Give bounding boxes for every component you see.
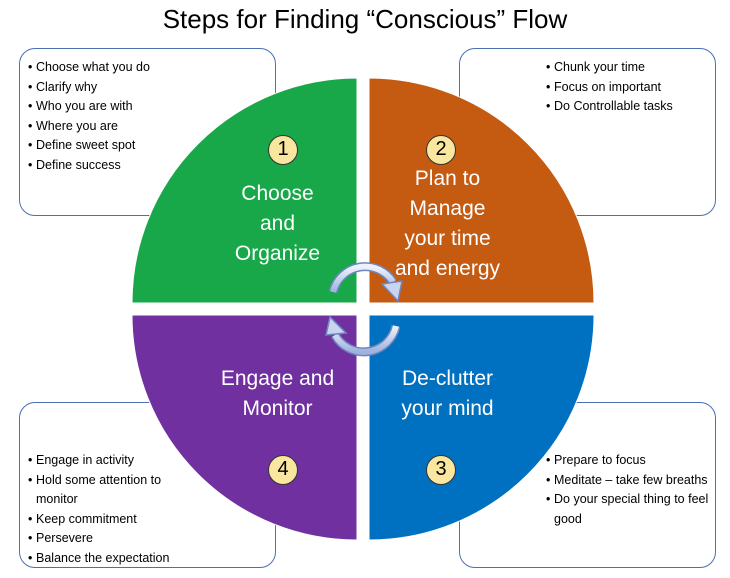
quadrant-label-1: Choose and Organize [200, 179, 355, 269]
quadrant-1 [131, 77, 358, 304]
label-line: Manage [409, 197, 486, 220]
diagram-title: Steps for Finding “Conscious” Flow [162, 4, 568, 34]
quadrant-4 [131, 314, 358, 541]
quadrant-label-2: Plan to Manage your time and energy [370, 164, 525, 284]
bullet-item: Focus on important [546, 78, 673, 98]
label-line: Monitor [242, 397, 313, 420]
bullet-item: Chunk your time [546, 58, 673, 78]
bullet-item: Engage in activity [28, 451, 198, 471]
cycle-arrow-top [328, 262, 403, 303]
label-line: Organize [234, 242, 321, 265]
bullet-item: Clarify why [28, 78, 150, 98]
cycle-arrow-bottom [325, 315, 401, 357]
step-number-4: 4 [268, 455, 298, 485]
bullet-item: Define success [28, 156, 150, 176]
bullet-item: Hold some attention to monitor [28, 471, 198, 510]
bullet-item: Keep commitment [28, 510, 198, 530]
label-line: Plan to [414, 167, 481, 190]
bullet-item: Who you are with [28, 97, 150, 117]
bullet-item: Where you are [28, 117, 150, 137]
label-line: Choose [241, 182, 314, 205]
bullet-item: Choose what you do [28, 58, 150, 78]
bullet-item: Persevere [28, 529, 198, 549]
label-line: Engage and [220, 367, 335, 390]
bullet-list-3: Prepare to focus Meditate – take few bre… [546, 451, 712, 529]
label-line: De-clutter [401, 367, 494, 390]
bullet-item: Do Controllable tasks [546, 97, 673, 117]
bullet-list-4: Engage in activity Hold some attention t… [28, 451, 198, 568]
label-line: and energy [394, 257, 501, 280]
bullet-item: Prepare to focus [546, 451, 712, 471]
label-line: and [259, 212, 296, 235]
bullet-list-1: Choose what you do Clarify why Who you a… [28, 58, 150, 175]
bullet-item: Balance the expectation [28, 549, 198, 569]
bullet-item: Do your special thing to feel good [546, 490, 712, 529]
step-number-1: 1 [268, 135, 298, 165]
quadrant-3 [368, 314, 595, 541]
label-line: your mind [401, 397, 494, 420]
bullet-list-2: Chunk your time Focus on important Do Co… [546, 58, 673, 117]
bullet-item: Meditate – take few breaths [546, 471, 712, 491]
bullet-item: Define sweet spot [28, 136, 150, 156]
label-line: your time [404, 227, 491, 250]
quadrant-label-3: De-clutter your mind [370, 364, 525, 424]
step-number-2: 2 [426, 135, 456, 165]
quadrant-2 [368, 77, 595, 304]
quadrant-label-4: Engage and Monitor [200, 364, 355, 424]
step-number-3: 3 [426, 455, 456, 485]
